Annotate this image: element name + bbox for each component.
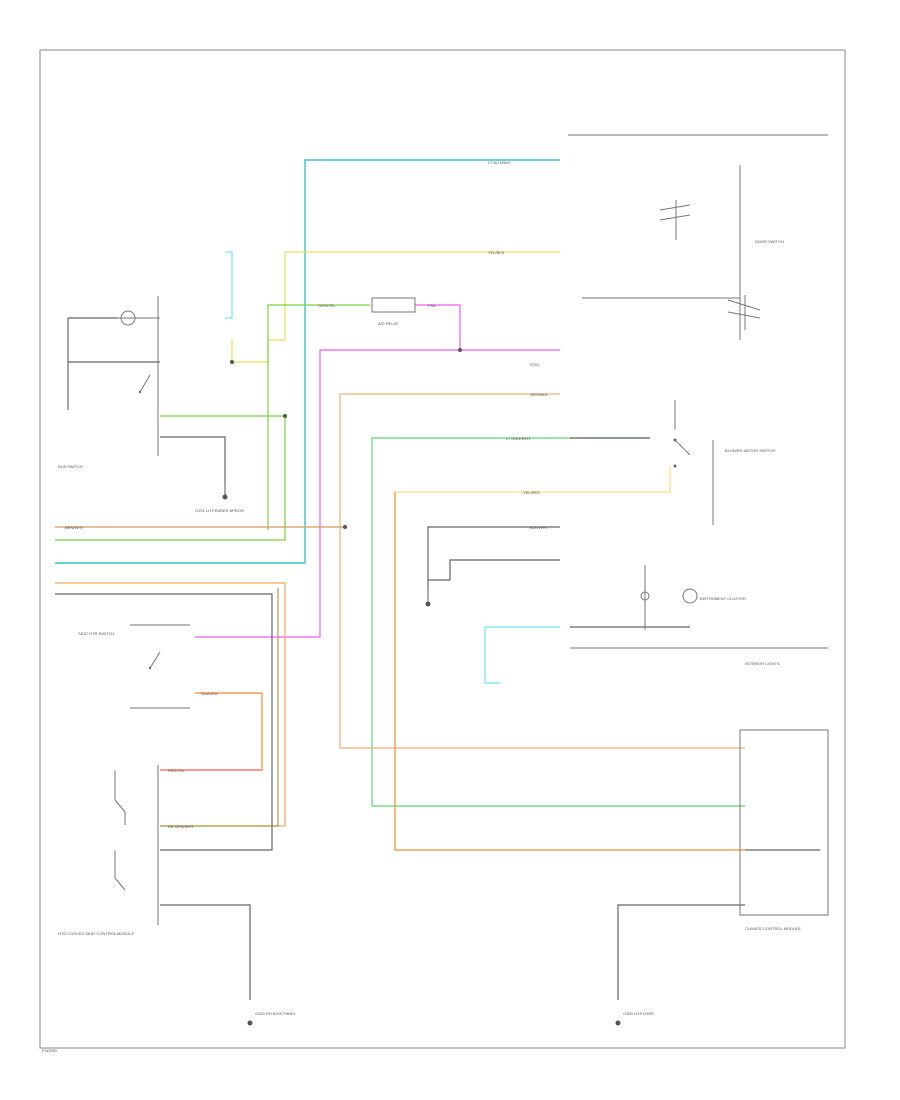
diagram-border xyxy=(39,49,846,1049)
wire-blk-mid xyxy=(427,526,560,600)
seat-switch-contact xyxy=(148,651,161,670)
label-interior-lights: INTERIOR LIGHTS xyxy=(745,661,780,666)
label-climate-module: CLIMATE CONTROL MODULE xyxy=(745,926,801,931)
wire-pink-relay xyxy=(415,304,461,350)
wire-green-left xyxy=(55,415,286,541)
label-instrument-cluster: INSTRUMENT CLUSTER xyxy=(700,596,746,601)
wire-orange-left xyxy=(55,582,286,827)
ac-relay xyxy=(371,297,416,313)
label-g101: G101 LH FENDER APRON xyxy=(195,508,244,513)
blower-switch xyxy=(673,400,714,525)
wire-yellow-upper xyxy=(231,251,560,363)
door-switch-lower xyxy=(727,295,761,330)
label-ac-relay: A/C RELAY xyxy=(378,321,399,326)
ground-bottom-right xyxy=(615,1020,621,1026)
wire-pink xyxy=(195,349,560,638)
splice-dot xyxy=(458,348,462,352)
wire-label: LT GRN/WHT xyxy=(506,436,531,441)
ground-mid xyxy=(425,590,431,607)
wire-blk-lower xyxy=(55,593,273,851)
wire-label: PNK xyxy=(428,303,437,308)
splice-dot xyxy=(230,360,234,364)
label-node-s201: S201 xyxy=(530,362,540,367)
wire-orange-right xyxy=(394,492,745,851)
splice-dot xyxy=(283,414,287,418)
wire-olive xyxy=(160,588,279,827)
label-g300: G300 LH FLOOR xyxy=(623,1011,654,1016)
wire-label: YEL/BLK xyxy=(488,250,505,255)
wire-label: BLK/WHT xyxy=(530,525,548,530)
label-seat-htr-switch: SEAT HTR SWITCH xyxy=(78,631,114,636)
splice-dot xyxy=(343,525,347,529)
label-blower-switch: BLOWER MOTOR SWITCH xyxy=(725,448,775,453)
label-g200: G200 RH KICK PANEL xyxy=(255,1011,297,1016)
wire-label: YEL/RED xyxy=(523,490,540,495)
wire-yellow-right xyxy=(394,491,560,850)
wire-label: GRN/YEL xyxy=(318,303,336,308)
wire-green-top xyxy=(267,304,370,530)
wire-label: ORG/BLK xyxy=(530,392,548,397)
wire-lt-green-right xyxy=(371,437,745,807)
wire-blk-left-ground xyxy=(160,436,226,495)
wire-label: BRN/WHT xyxy=(65,525,84,530)
wire-label: LT BLU/BLK xyxy=(488,160,510,165)
label-hu5-switch: HU5 SWITCH xyxy=(58,464,83,469)
ground-bottom-left xyxy=(247,1020,253,1026)
wire-light-blue-short xyxy=(225,251,233,319)
wire-label: DK GRN/WHT xyxy=(168,824,194,829)
wire-label: RED/YEL xyxy=(168,768,186,773)
footer-code: F9Z3RB xyxy=(42,1048,57,1053)
lamp-left xyxy=(117,310,160,326)
ground-left-top xyxy=(222,485,228,500)
wire-light-blue-lower xyxy=(484,626,560,684)
wire-blk-bottom-left xyxy=(160,904,251,1000)
wire-tan-long xyxy=(339,393,745,749)
label-door-switch: DOOR SWITCH xyxy=(755,239,784,244)
door-switch-upper xyxy=(659,200,691,240)
label-htd-ctrl-module: HTD COOLED SEAT CONTROL MODULE xyxy=(58,931,134,936)
lamp-right xyxy=(682,588,698,604)
wire-blk-mid2 xyxy=(428,559,560,581)
wire-label: TAN/ORG xyxy=(200,691,218,696)
wire-blk-bottom-right xyxy=(617,904,745,1000)
wire-orange-loop xyxy=(160,692,263,771)
ctrl-switch-upper xyxy=(114,770,126,825)
switch-left-contact xyxy=(138,374,151,394)
wire-light-blue xyxy=(55,159,560,564)
climate-module xyxy=(739,729,829,916)
bulb-right xyxy=(640,565,650,630)
wire-yellow-blk xyxy=(560,466,671,493)
ctrl-switch-lower xyxy=(114,850,126,891)
